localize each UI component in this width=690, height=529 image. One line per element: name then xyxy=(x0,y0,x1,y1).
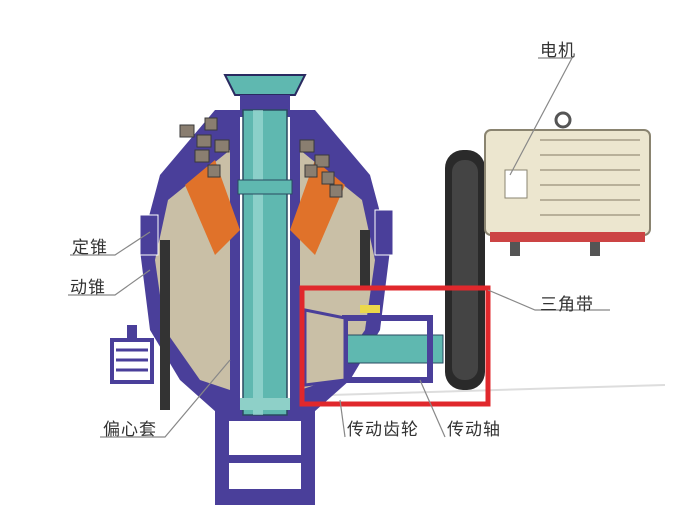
motor xyxy=(484,111,651,256)
highlight-box xyxy=(299,285,491,407)
label-drive-shaft: 传动轴 xyxy=(447,420,501,440)
label-fixed-cone: 定锥 xyxy=(72,238,108,258)
label-moving-cone: 动锥 xyxy=(70,278,106,298)
ore-rocks xyxy=(179,117,343,198)
label-v-belt: 三角带 xyxy=(540,295,594,315)
label-motor: 电机 xyxy=(540,41,576,61)
label-eccentric-sleeve: 偏心套 xyxy=(103,420,157,440)
damper xyxy=(110,325,154,384)
feed-hopper xyxy=(223,74,307,96)
spring-right xyxy=(360,230,370,290)
spring-left xyxy=(160,240,170,410)
fixed-cone-liner-left xyxy=(185,160,240,255)
drive-gear xyxy=(303,308,347,387)
leader-lines xyxy=(68,57,610,438)
label-drive-gear: 传动齿轮 xyxy=(347,420,419,440)
main-shaft xyxy=(242,109,288,416)
